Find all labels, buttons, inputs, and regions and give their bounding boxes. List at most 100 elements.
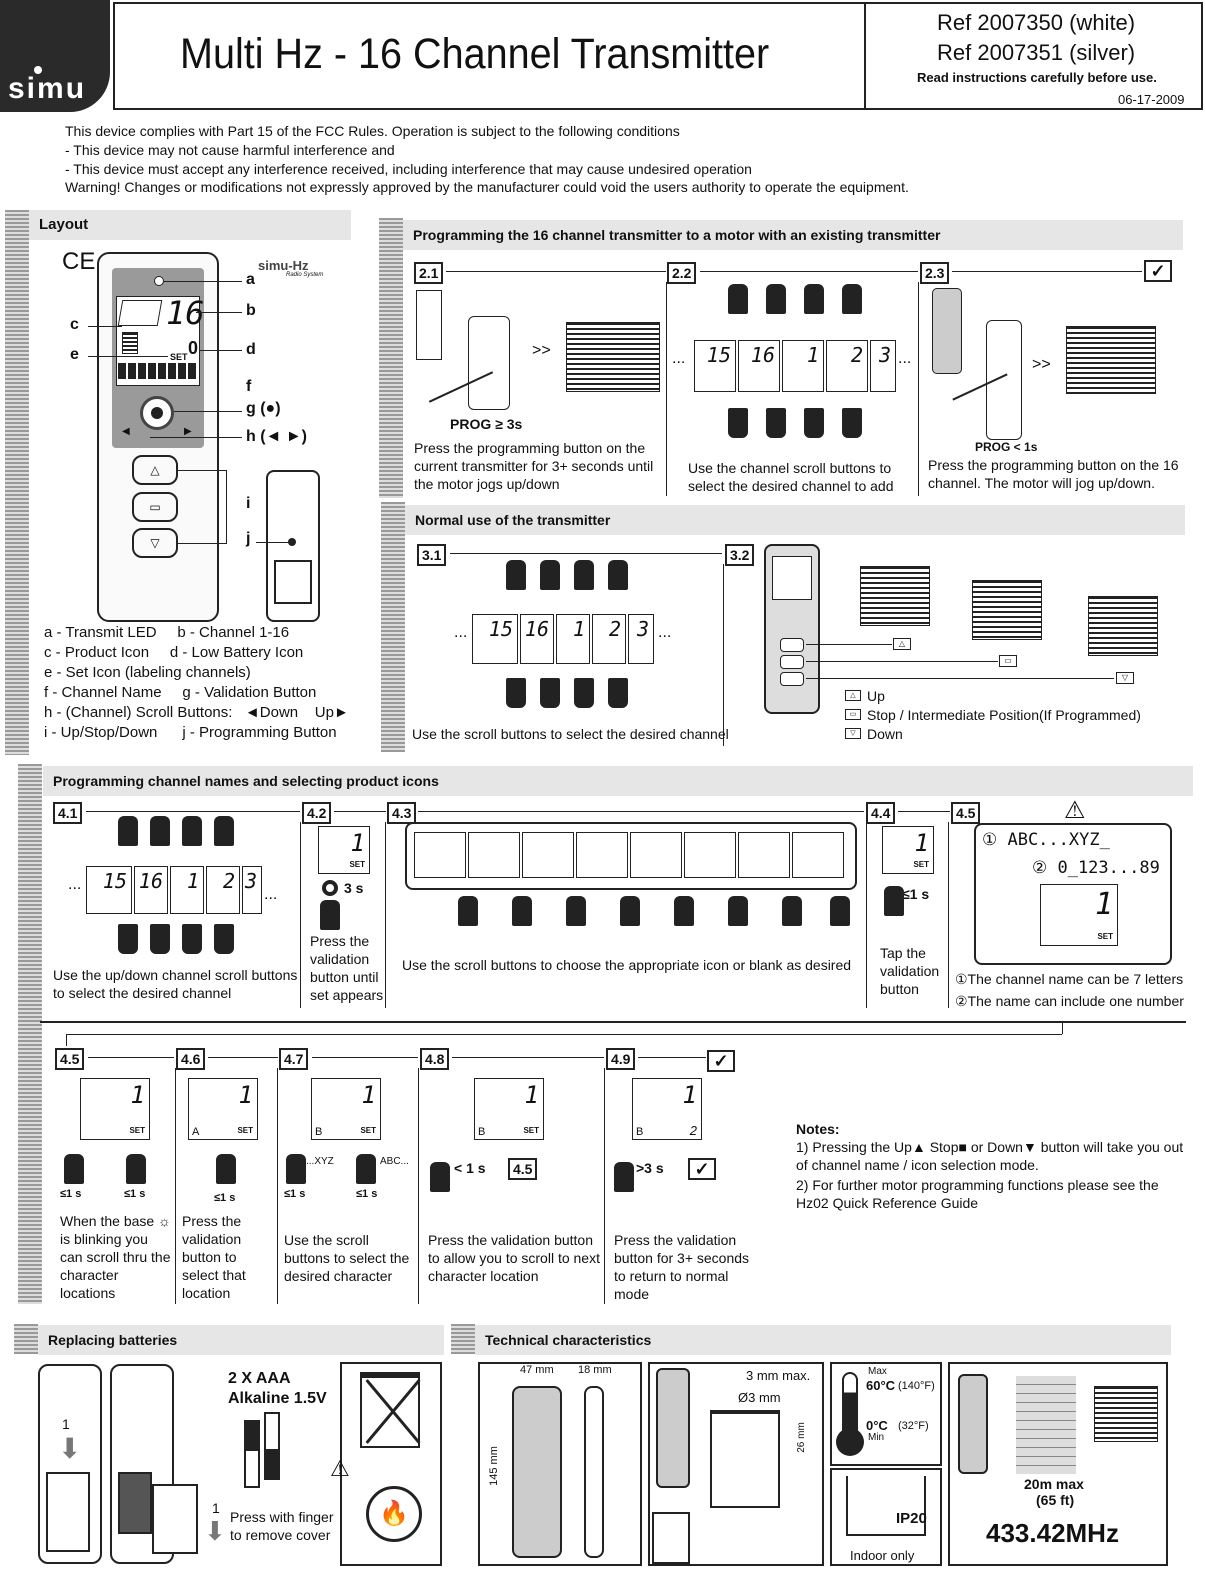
prog-label: PROG < 1s	[975, 440, 1038, 454]
remote-down[interactable]	[780, 672, 804, 686]
icon-option-lcd	[522, 832, 574, 878]
page-title: Multi Hz - 16 Channel Transmitter	[180, 30, 770, 78]
hand-icon	[766, 408, 786, 438]
sec4-text41: Use the up/down channel scroll buttons t…	[53, 967, 298, 1001]
channel-lcd: 16	[134, 866, 168, 914]
hand-icon	[214, 816, 234, 846]
awning-icon	[566, 322, 660, 392]
lcd-channel-number: 3	[878, 343, 891, 367]
flow-arrow	[452, 1057, 604, 1058]
step-4-5-top: 4.5	[951, 802, 981, 824]
stop-button[interactable]: ▭	[132, 492, 178, 522]
scroll-left-button[interactable]: ◀	[122, 426, 130, 437]
callout-line-e	[88, 356, 168, 357]
hand-icon	[574, 560, 594, 590]
brand-dot	[34, 66, 42, 74]
divider	[666, 282, 667, 496]
stop-legend: Stop / Intermediate Position(If Programm…	[867, 707, 1141, 723]
abc-label: ABC...	[380, 1156, 409, 1167]
callout-i: i	[246, 495, 251, 512]
lcd-channel-number: 2	[608, 617, 621, 641]
callout-e: e	[70, 346, 79, 363]
divider	[866, 822, 867, 1008]
sec2-text3: Press the programming button on the 16 c…	[928, 457, 1179, 491]
step-4-7: 4.7	[279, 1048, 309, 1070]
legend-line-3: e - Set Icon (labeling channels)	[44, 664, 251, 681]
hand-icon	[214, 924, 234, 954]
warning-icon: ⚠	[1064, 797, 1086, 824]
sec3-heading: Normal use of the transmitter	[405, 505, 1185, 535]
hand-icon	[182, 816, 202, 846]
hand-icon	[608, 678, 628, 708]
scroll-right-button[interactable]: ▶	[184, 426, 192, 437]
section-stripe	[5, 210, 29, 755]
callout-line-d	[200, 350, 242, 351]
fcc-line-3: - This device must accept any interferen…	[65, 161, 752, 177]
channel-name-segments	[118, 363, 198, 379]
flow-arrow	[446, 271, 666, 272]
step-4-2: 4.2	[302, 802, 332, 824]
stop-icon: ▭	[999, 655, 1017, 667]
prog-button[interactable]	[288, 538, 296, 546]
sec4-text46: Press the validation button to select th…	[182, 1213, 246, 1301]
warning-icon: ⚠	[330, 1456, 350, 1481]
awning-icon	[972, 580, 1042, 640]
hand-icon	[728, 896, 748, 926]
prog-label: PROG ≥ 3s	[450, 416, 523, 432]
min-temp: 0°C	[866, 1418, 888, 1433]
down-arrow-icon: ⬇	[204, 1516, 226, 1546]
hand-icon	[614, 1162, 634, 1192]
ellipsis: ...	[672, 350, 686, 367]
awning-icon	[1088, 596, 1158, 656]
step-4-8: 4.8	[420, 1048, 450, 1070]
lcd-channel-number: 2	[850, 343, 863, 367]
lcd-channel-number: 1	[914, 829, 929, 857]
hand-icon	[608, 560, 628, 590]
remote-up[interactable]	[780, 638, 804, 652]
callout-line-j	[256, 542, 292, 543]
goto-4-5: 4.5	[508, 1158, 538, 1180]
flow-arrow	[88, 1057, 174, 1058]
hand-icon	[150, 924, 170, 954]
radio-system: Radio System	[286, 272, 324, 278]
hand-icon	[150, 816, 170, 846]
ellipsis: ...	[898, 350, 912, 367]
icon-option-lcd	[738, 832, 790, 878]
channel-lcd: 1	[170, 866, 204, 914]
frequency: 433.42MHz	[986, 1518, 1119, 1548]
icon-option-lcd	[414, 832, 466, 878]
fcc-line-1: This device complies with Part 15 of the…	[65, 123, 680, 139]
validation-button[interactable]	[140, 396, 174, 430]
sec5-heading: Replacing batteries	[38, 1325, 444, 1355]
flow-arrow	[638, 1057, 706, 1058]
down-button[interactable]: ▽	[132, 528, 178, 558]
callout-f: f	[246, 378, 252, 395]
step-4-9: 4.9	[606, 1048, 636, 1070]
time-lt1s: < 1 s	[454, 1160, 486, 1176]
step-2-3: 2.3	[920, 262, 950, 284]
flow-arrow	[952, 271, 1142, 272]
sec2-heading: Programming the 16 channel transmitter t…	[403, 220, 1183, 250]
channel-lcd: 15	[694, 340, 736, 392]
callout-line-i2	[178, 543, 226, 544]
screw-label: 3 mm max.	[746, 1368, 811, 1383]
ref-silver: Ref 2007351 (silver)	[937, 40, 1136, 65]
callout-line-i	[178, 470, 226, 471]
ref-white: Ref 2007350 (white)	[937, 10, 1136, 35]
icon-option-lcd	[576, 832, 628, 878]
hand-icon	[356, 1154, 376, 1184]
awning-icon	[1094, 1386, 1158, 1442]
channel-lcd: 15	[86, 866, 132, 914]
hand-icon	[728, 408, 748, 438]
battery-cover-open	[46, 1472, 90, 1552]
battery-icon	[264, 1412, 280, 1480]
remote-stop[interactable]	[780, 655, 804, 669]
hand-icon	[126, 1154, 146, 1184]
divider	[277, 1068, 278, 1304]
sec4-text43: Use the scroll buttons to choose the app…	[402, 957, 852, 973]
up-button[interactable]: △	[132, 455, 178, 485]
lcd-channel-number: 1	[1094, 887, 1113, 922]
temp-box	[830, 1362, 942, 1466]
battery-count: 2 X AAA	[228, 1370, 291, 1387]
